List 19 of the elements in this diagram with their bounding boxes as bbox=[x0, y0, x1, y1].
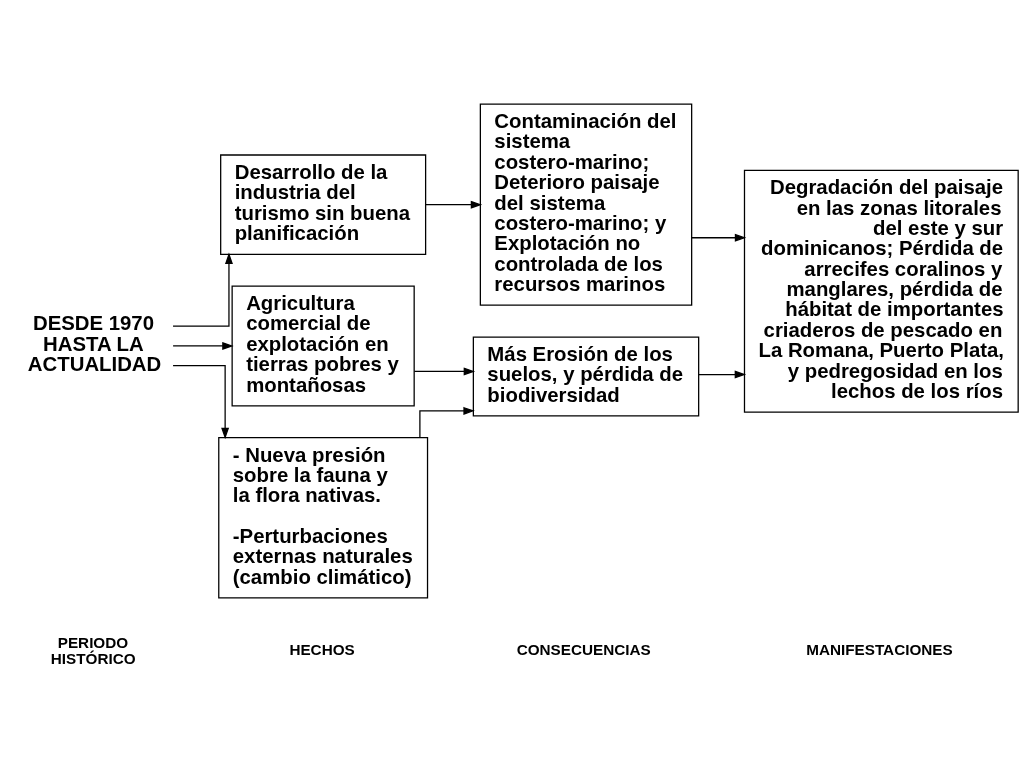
node-box: - Nueva presión sobre la fauna y la flora nativas. -Perturbaciones externas naturales (cambio climático) bbox=[218, 436, 429, 599]
arrow bbox=[172, 252, 233, 327]
node-box: Desarrollo de la industria del turismo sin buena planificación bbox=[220, 154, 427, 255]
node-box: Agricultura comercial de explotación en tierras pobres y montañosas bbox=[231, 285, 415, 407]
arrow bbox=[698, 370, 747, 379]
arrow bbox=[691, 233, 747, 242]
label: HECHOS bbox=[289, 641, 355, 659]
arrow bbox=[172, 341, 234, 350]
arrow bbox=[172, 365, 230, 440]
arrow bbox=[419, 406, 475, 438]
label: CONSECUENCIAS bbox=[516, 641, 651, 659]
node-text: DESDE 1970 HASTA LA ACTUALIDAD bbox=[27, 312, 162, 376]
node-box: Degradación del paisaje en las zonas litorales del este y sur dominicanos; Pérdida de arrecifes coralinos y manglares, pérdida de hábitat de importantes criaderos de pescado en La Romana, Puerto Plata, y pedregosidad en los lechos de los ríos bbox=[743, 169, 1019, 413]
label: MANIFESTACIONES bbox=[806, 641, 953, 659]
label: PERIODO HISTÓRICO bbox=[50, 634, 136, 667]
node-box: Más Erosión de los suelos, y pérdida de biodiversidad bbox=[472, 336, 700, 417]
node-box: Contaminación del sistema costero-marino; Deterioro paisaje del sistema costero-marino; y Explotación no controlada de los recursos marinos bbox=[479, 103, 693, 306]
arrow bbox=[413, 367, 476, 376]
arrow bbox=[425, 200, 483, 209]
